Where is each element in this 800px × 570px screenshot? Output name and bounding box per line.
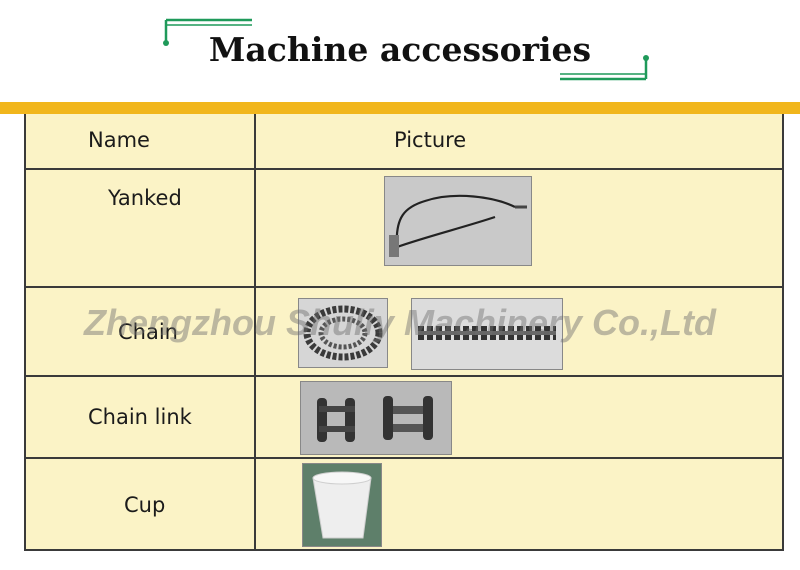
table-row: Yanked: [26, 170, 782, 288]
straight-chain-photo: [411, 298, 563, 370]
table-row: Chain link: [26, 377, 782, 459]
white-cup-photo: [302, 463, 382, 547]
table-row: Cup: [26, 459, 782, 551]
column-header-picture: Picture: [394, 128, 467, 152]
table-row: Chain: [26, 288, 782, 377]
row-name: Chain link: [88, 405, 192, 429]
row-name: Cup: [124, 493, 166, 517]
header: Machine accessories: [0, 0, 800, 100]
chain-link-parts-photo: [300, 381, 452, 455]
yanked-cable-photo: [384, 176, 532, 266]
row-name: Chain: [118, 320, 178, 344]
left-green-bracket: [163, 18, 252, 46]
page-title: Machine accessories: [208, 30, 592, 69]
header-divider-bar: [0, 102, 800, 114]
column-divider: [254, 114, 256, 549]
watermark-text: Zhengzhou Shuliy Machinery Co.,Ltd: [83, 302, 716, 343]
right-green-bracket: [560, 55, 649, 81]
table-header-row: Name Picture: [26, 114, 782, 170]
coiled-chain-photo: [298, 298, 388, 368]
row-name: Yanked: [108, 186, 182, 210]
accessories-table: Name Picture Yanked Chain: [24, 114, 784, 551]
column-header-name: Name: [88, 128, 150, 152]
